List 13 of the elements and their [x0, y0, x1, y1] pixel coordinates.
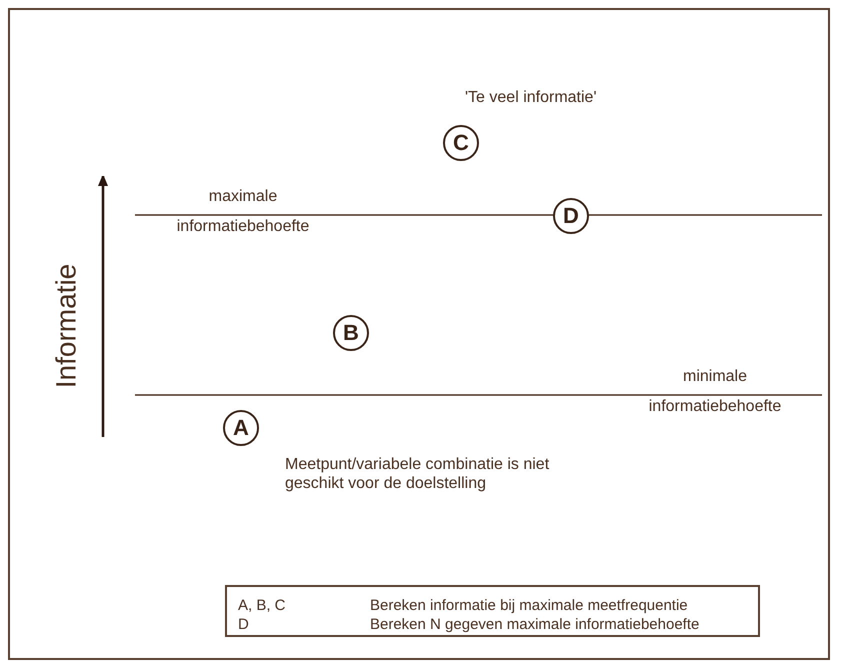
table-cell: Bereken N gegeven maximale informatiebehoefte — [370, 615, 700, 634]
table-cell: A, B, C — [238, 596, 286, 615]
letter-circle: D — [553, 198, 589, 234]
annotation-text: 'Te veel informatie' — [465, 88, 598, 107]
axis-label: Informatie — [50, 264, 82, 388]
letter-circle: C — [443, 125, 479, 161]
table-cell: Bereken informatie bij maximale meetfrequentie — [370, 596, 688, 615]
letter-circle: A — [223, 410, 259, 446]
line-label: maximale informatiebehoefte — [176, 187, 310, 237]
letter-circle: B — [333, 315, 369, 351]
line-label: minimale informatiebehoefte — [648, 367, 782, 417]
table-cell: D — [238, 615, 249, 634]
annotation-text: Meetpunt/variabele combinatie is niet geschikt voor de doelstelling — [285, 455, 550, 493]
